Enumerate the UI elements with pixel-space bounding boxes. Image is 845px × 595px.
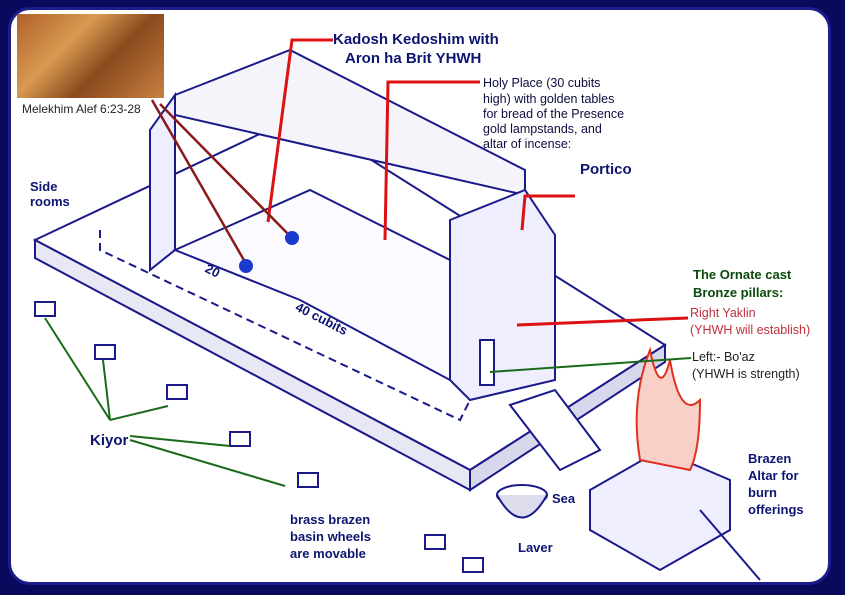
altar-fire — [635, 346, 702, 472]
label-boaz: Left:- Bo'az — [692, 350, 755, 364]
label-laver: Laver — [518, 540, 553, 555]
leader-cherub-2 — [159, 103, 291, 237]
side-rooms-outline — [99, 230, 471, 422]
label-basins-2: basin wheels — [290, 529, 371, 544]
building-left-wall — [149, 91, 176, 273]
leader-holy-place — [383, 80, 480, 241]
label-sea: Sea — [552, 491, 576, 506]
label-altar-3: burn — [748, 485, 777, 500]
cherub-marker — [239, 259, 253, 273]
photo-caption: Melekhim Alef 6:23-28 — [22, 102, 141, 116]
label-boaz-meaning: (YHWH is strength) — [692, 367, 800, 381]
label-holy-place-2: high) with golden tables — [483, 92, 615, 106]
leader-boaz — [489, 357, 692, 373]
kiyor-basins — [34, 301, 484, 573]
label-altar-2: Altar for — [748, 468, 799, 483]
basin — [94, 344, 116, 360]
leader-yaklin — [516, 316, 689, 327]
label-pillars-2: Bronze pillars: — [693, 285, 784, 300]
leader-holy-of-holies — [266, 38, 333, 223]
cherubim-photo — [17, 14, 164, 98]
basin — [34, 301, 56, 317]
label-altar-4: offerings — [748, 502, 804, 517]
label-basins-3: are movable — [290, 546, 366, 561]
label-portico: Portico — [580, 161, 632, 178]
label-holy-place-3: for bread of the Presence — [483, 107, 625, 121]
portico — [449, 188, 556, 402]
label-holy-of-holies-1: Kadosh Kedoshim with — [333, 31, 499, 48]
label-altar-1: Brazen — [748, 451, 792, 466]
cherub-marker — [285, 231, 299, 245]
leader-portico — [520, 194, 575, 231]
label-kiyor: Kiyor — [90, 432, 129, 449]
stairs — [508, 388, 602, 472]
basin — [462, 557, 484, 573]
basin — [297, 472, 319, 488]
basin — [166, 384, 188, 400]
label-holy-place-5: altar of incense: — [483, 137, 572, 151]
basin — [424, 534, 446, 550]
label-holy-place-4: gold lampstands, and — [483, 122, 602, 136]
label-holy-place-1: Holy Place (30 cubits — [483, 76, 601, 90]
label-yaklin-meaning: (YHWH will establish) — [690, 323, 811, 337]
label-side-rooms-2: rooms — [30, 194, 70, 209]
label-holy-of-holies-2: Aron ha Brit YHWH — [345, 50, 482, 67]
leader-cherub-1 — [150, 99, 247, 263]
label-pillars-1: The Ornate cast — [693, 267, 792, 282]
basin — [229, 431, 251, 447]
pillar — [479, 339, 495, 386]
label-basins-1: brass brazen — [290, 512, 371, 527]
brazen-altar — [589, 448, 731, 572]
label-side-rooms-1: Side — [30, 179, 58, 194]
label-yaklin: Right Yaklin — [690, 306, 756, 320]
